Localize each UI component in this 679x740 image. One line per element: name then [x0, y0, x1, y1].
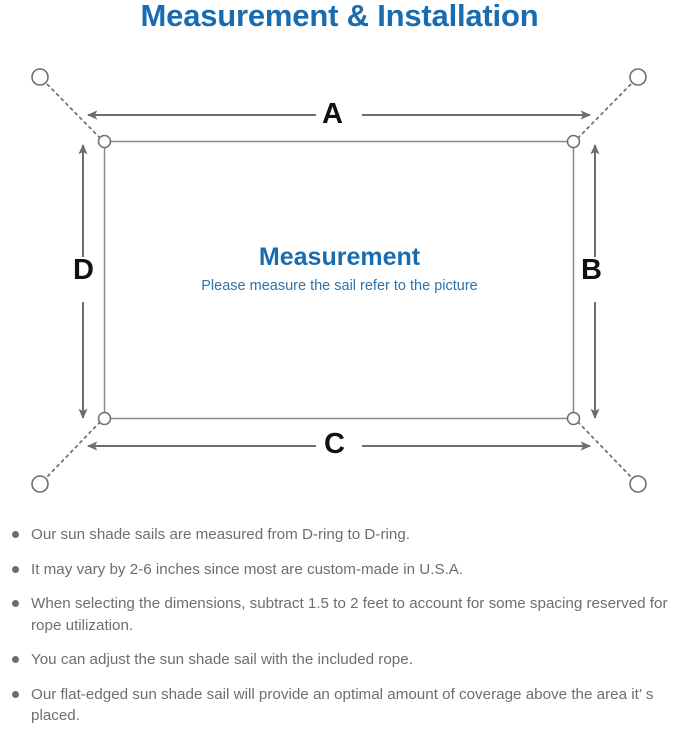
list-item: You can adjust the sun shade sail with t… [0, 649, 679, 671]
d-ring-top-left [97, 134, 112, 149]
list-item-text: Our sun shade sails are measured from D-… [31, 526, 410, 543]
rope-top-left [45, 82, 101, 139]
dimension-label-a: A [322, 98, 343, 130]
measurement-subtext: Please measure the sail refer to the pic… [201, 278, 478, 294]
list-item: It may vary by 2-6 inches since most are… [0, 559, 679, 581]
dimension-label-c: C [324, 428, 345, 460]
dimension-label-d: D [73, 254, 94, 286]
d-ring-bottom-right [566, 411, 581, 426]
d-ring-top-right [566, 134, 581, 149]
anchor-ring-bottom-right [629, 475, 647, 493]
list-item: Our flat-edged sun shade sail will provi… [0, 684, 679, 727]
list-item-text: When selecting the dimensions, subtract … [31, 595, 668, 634]
rope-top-right [577, 82, 633, 139]
list-item-text: Our flat-edged sun shade sail will provi… [31, 685, 654, 725]
measurement-heading: Measurement [258, 243, 421, 271]
anchor-ring-top-right [629, 68, 647, 86]
measurement-diagram: Measurement Please measure the sail refe… [0, 50, 679, 510]
list-item-text: You can adjust the sun shade sail with t… [31, 651, 413, 669]
rope-bottom-right [577, 421, 633, 479]
bullet-icon [12, 531, 19, 538]
list-item: Our sun shade sails are measured from D-… [0, 524, 679, 546]
bullet-icon [12, 656, 19, 664]
bullet-icon [12, 690, 19, 698]
sail-body [103, 140, 575, 420]
anchor-ring-top-left [31, 68, 49, 86]
list-item-text: It may vary by 2-6 inches since most are… [31, 560, 464, 578]
measurement-diagram-svg [31, 68, 647, 493]
bullet-icon [12, 600, 19, 608]
dimension-label-b: B [581, 254, 602, 286]
notes-list: Our sun shade sails are measured from D-… [0, 524, 679, 740]
d-ring-bottom-left [97, 411, 112, 426]
page-title: Measurement & Installation [140, 0, 539, 33]
anchor-ring-bottom-left [31, 475, 49, 493]
rope-bottom-left [45, 421, 101, 479]
bullet-icon [12, 565, 19, 573]
list-item: When selecting the dimensions, subtract … [0, 593, 679, 636]
